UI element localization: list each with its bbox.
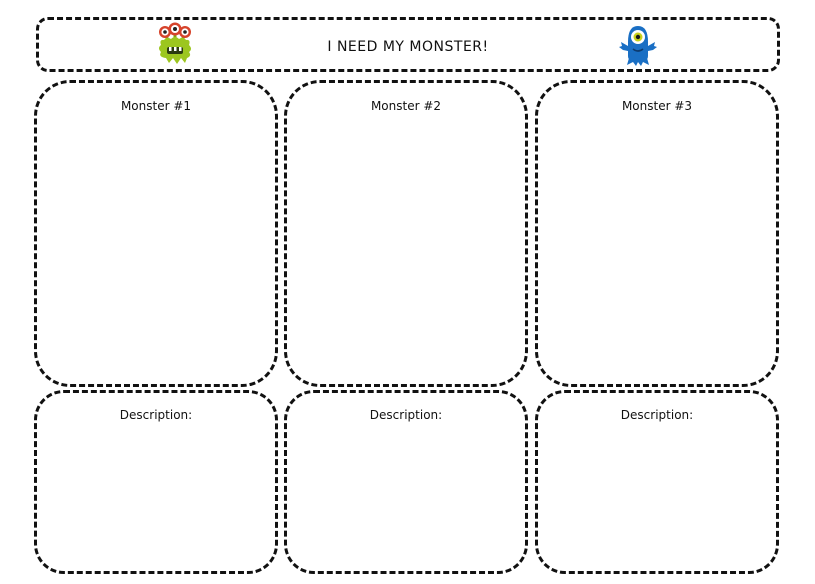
monster-1-drawing-box[interactable]: Monster #1 xyxy=(34,80,278,387)
page-title: I NEED MY MONSTER! xyxy=(327,39,489,55)
monster-1-description-box[interactable]: Description: xyxy=(34,390,278,574)
monster-2-drawing-box[interactable]: Monster #2 xyxy=(284,80,528,387)
monster-3-label: Monster #3 xyxy=(621,99,693,113)
monster-1-label: Monster #1 xyxy=(120,99,192,113)
green-monster-icon xyxy=(159,22,191,64)
monster-2-description-label: Description: xyxy=(369,408,443,422)
monster-3-description-box[interactable]: Description: xyxy=(535,390,779,574)
monster-1-description-label: Description: xyxy=(119,408,193,422)
blue-monster-icon xyxy=(619,26,657,66)
monster-2-label: Monster #2 xyxy=(370,99,442,113)
monster-3-description-label: Description: xyxy=(620,408,694,422)
monster-2-description-box[interactable]: Description: xyxy=(284,390,528,574)
title-banner: I NEED MY MONSTER! xyxy=(36,17,780,72)
monster-3-drawing-box[interactable]: Monster #3 xyxy=(535,80,779,387)
